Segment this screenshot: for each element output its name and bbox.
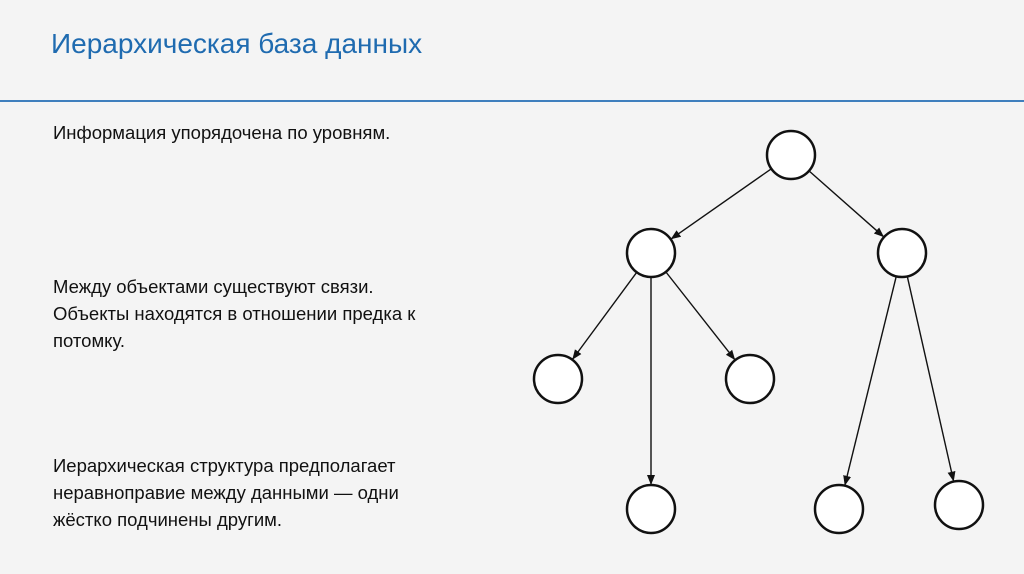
tree-edge-arrow	[670, 168, 772, 240]
tree-edge-arrow	[906, 276, 956, 482]
tree-node	[876, 227, 928, 279]
text-line: Информация упорядочена по уровням.	[53, 122, 391, 143]
tree-node	[625, 483, 677, 535]
title-divider	[0, 100, 1024, 102]
text-line: Между объектами существуют связи.	[53, 276, 374, 297]
paragraph-levels: Информация упорядочена по уровням.	[53, 119, 390, 146]
tree-edge-arrow	[808, 170, 885, 238]
tree-edge-arrow	[572, 271, 638, 360]
paragraph-structure: Иерархическая структура предполагает нер…	[53, 452, 399, 533]
paragraph-relations: Между объектами существуют связи. Объект…	[53, 273, 415, 354]
tree-node	[625, 227, 677, 279]
tree-edge-arrow	[843, 276, 897, 486]
tree-node	[933, 479, 985, 531]
text-line: неравноправие между данными — одни	[53, 482, 399, 503]
text-line: Иерархическая структура предполагает	[53, 455, 396, 476]
tree-edge-arrow	[665, 271, 736, 361]
text-line: жёстко подчинены другим.	[53, 509, 283, 530]
text-line: потомку.	[53, 330, 126, 351]
tree-node	[532, 353, 584, 405]
tree-node	[724, 353, 776, 405]
tree-node	[765, 129, 817, 181]
text-line: Объекты находятся в отношении предка к	[53, 303, 416, 324]
slide-title: Иерархическая база данных	[51, 28, 423, 59]
tree-node	[813, 483, 865, 535]
